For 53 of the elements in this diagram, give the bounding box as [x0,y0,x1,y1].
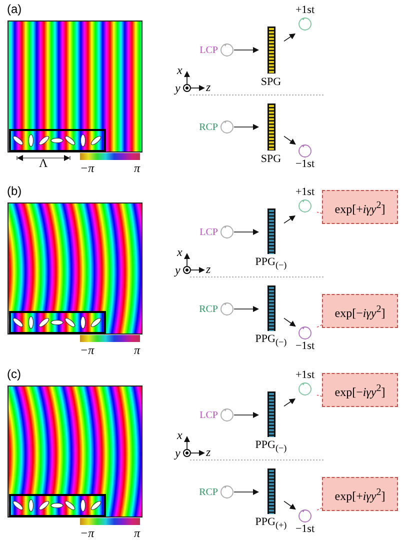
scale-label: −π [80,344,94,357]
axis-label: y [175,264,180,277]
arrow [284,215,296,224]
polarization-label: LCP [200,44,218,56]
scale-label: −π [80,162,94,175]
arrow [234,47,259,53]
formula-callout: exp[+iγy$^{2}$] [322,477,398,511]
panel-letter: (a) [7,3,22,16]
scale-label: −π [80,527,94,540]
axis-label: y [175,447,180,460]
polarization-label: RCP [199,486,218,498]
grating-label: SPG [260,153,282,166]
grating-label: PPG$_{(−)}$ [255,256,287,272]
axis-label: x [177,246,182,259]
arrow [234,489,259,495]
formula-callout: exp[−iγy$^{2}$] [322,373,398,407]
polarization-label: RCP [199,120,218,134]
diffraction-order-label: −1st [295,158,315,171]
grating-label: PPG$_{(−)}$ [255,438,287,455]
polarization-label: RCP [199,302,218,316]
panel-letter: (c) [7,368,21,381]
arrow [234,306,259,312]
arrow [234,124,259,130]
scale-label: π [134,344,140,357]
scale-label: π [134,527,140,540]
grating-label: SPG [260,76,282,89]
scale-label: π [134,162,140,175]
grating-label: PPG$_{(−)}$ [255,332,287,349]
axis-label: z [206,81,211,94]
formula-callout: exp[−iγy$^{2}$] [322,294,398,328]
formula-callout: exp[+iγy$^{2}$] [322,190,398,224]
arrow [284,136,296,145]
diffraction-order-label: −1st [295,523,315,536]
diffraction-order-label: +1st [295,369,315,382]
polarization-label: LCP [200,408,218,422]
panel-letter: (b) [7,185,22,198]
grating-label: PPG$_{(+)}$ [255,516,287,532]
arrow [284,33,296,42]
diffraction-order-label: −1st [295,340,315,353]
arrow [234,412,259,418]
arrow [234,229,259,235]
axis-label: z [206,446,211,459]
dimension-label: Λ [39,157,48,170]
arrow [284,500,296,510]
arrow [284,318,296,327]
axis-label: y [175,82,180,95]
diffraction-order-label: +1st [295,4,315,17]
polarization-label: LCP [200,226,218,238]
axis-label: x [177,429,182,442]
axis-label: z [206,263,211,276]
arrow [284,398,296,407]
axis-label: x [177,64,182,77]
diffraction-order-label: +1st [295,186,315,199]
